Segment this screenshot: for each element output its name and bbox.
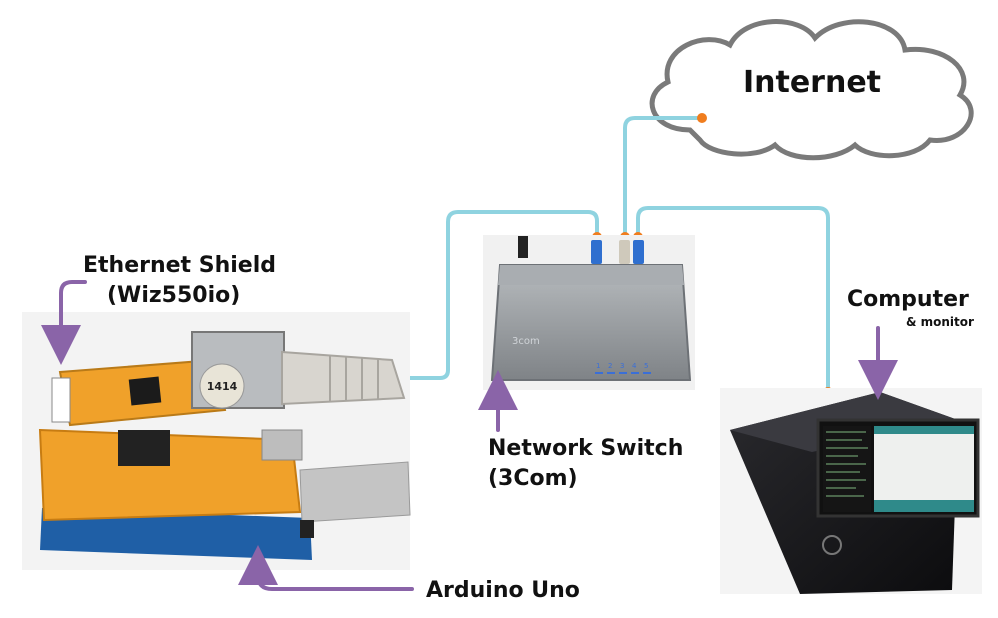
cable-switch-computer (636, 206, 830, 392)
switch-brand: 3com (512, 336, 540, 347)
computer-image (720, 388, 982, 594)
connector-dot (697, 113, 707, 123)
cloud-shape (649, 19, 974, 161)
computer-label: Computer (847, 287, 969, 312)
module-chip-label: 1414 (207, 380, 238, 393)
computer-sublabel: & monitor (906, 315, 974, 329)
network-switch-sublabel: (3Com) (488, 466, 578, 491)
port-number: 1 (596, 362, 600, 370)
internet-cloud: Internet (649, 19, 974, 161)
port-number: 2 (608, 362, 612, 370)
cables (405, 116, 830, 392)
ethernet-shield-sublabel: (Wiz550io) (107, 283, 240, 308)
labels: Ethernet Shield (Wiz550io) Network Switc… (83, 253, 974, 603)
arrow-arduino (238, 545, 414, 591)
cable-arduino-switch (405, 210, 599, 380)
cable-switch-internet (623, 116, 700, 240)
ethernet-shield-label: Ethernet Shield (83, 253, 276, 278)
internet-label: Internet (743, 65, 881, 100)
arduino-shield-image: 1414 (22, 312, 411, 570)
port-number: 3 (620, 362, 624, 370)
arduino-label: Arduino Uno (426, 578, 580, 603)
arrow-ethernet-shield (41, 280, 87, 365)
port-number: 5 (644, 362, 648, 370)
network-switch-label: Network Switch (488, 436, 683, 461)
port-number: 4 (632, 362, 637, 370)
pointer-arrows (41, 280, 898, 591)
network-switch-image: 3com 1 2 3 4 5 (483, 235, 695, 390)
